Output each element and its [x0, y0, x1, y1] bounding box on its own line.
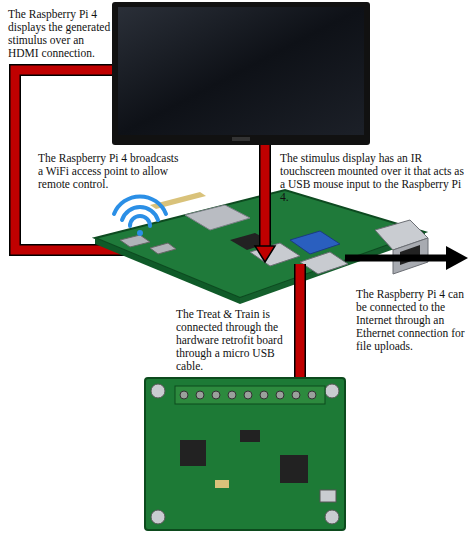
monitor-part: [118, 7, 364, 135]
retrofit-board-part-part: [244, 391, 252, 399]
retrofit-board-part-part: [212, 391, 220, 399]
retrofit-board-part: [151, 510, 165, 524]
monitor-part: [112, 2, 370, 145]
wifi-symbol-part: [130, 216, 150, 226]
retrofit-board-part: [215, 480, 229, 488]
retrofit-board-part: [325, 384, 339, 398]
annotation-text: The Treat & Train is connected through t…: [176, 308, 284, 373]
retrofit-board-part: [280, 455, 308, 483]
annotation-text: The Raspberry Pi 4 displays the generate…: [8, 8, 112, 60]
usb-touch-cable: [255, 145, 275, 262]
retrofit-board-part-part: [196, 391, 204, 399]
raspberry-pi-board-part: [120, 235, 150, 247]
raspberry-pi-board-part: [95, 238, 240, 304]
retrofit-board-part-part: [308, 391, 316, 399]
raspberry-pi-board-part: [290, 231, 340, 254]
usb-touch-cable-part: [261, 145, 270, 248]
retrofit-board-part-part: [260, 391, 268, 399]
micro-usb-cable: [300, 264, 301, 380]
retrofit-board-part: [240, 430, 260, 442]
raspberry-pi-board-part: [300, 252, 348, 274]
wifi-symbol: [114, 196, 166, 236]
retrofit-board-part: [325, 510, 339, 524]
wifi-symbol-part: [137, 230, 143, 236]
usb-touch-cable-part: [255, 246, 275, 262]
wifi-symbol-part: [114, 196, 166, 214]
usb-touch-cable-part: [259, 145, 271, 248]
retrofit-board-part-part: [180, 391, 188, 399]
annotation-text: The Raspberry Pi 4 broadcasts a WiFi acc…: [38, 152, 186, 191]
ethernet-arrow: [345, 246, 468, 270]
retrofit-board-part: [320, 490, 336, 502]
ethernet-arrow-part: [345, 255, 448, 262]
raspberry-pi-board-part: [150, 243, 176, 254]
micro-usb-cable-part: [294, 264, 306, 380]
ethernet-arrow-part: [446, 246, 468, 270]
micro-usb-cable-part: [296, 264, 305, 380]
retrofit-board-part: [145, 378, 345, 530]
annotation-text: The Raspberry Pi 4 can be connected to t…: [356, 288, 470, 353]
monitor: [112, 2, 370, 145]
raspberry-pi-board-part: [185, 205, 250, 230]
annotation-text: The stimulus display has an IR touchscre…: [280, 152, 466, 204]
retrofit-board-part-part: [228, 391, 236, 399]
retrofit-board-part: [180, 440, 206, 466]
raspberry-pi-board-part: [150, 192, 206, 209]
retrofit-board-part: [151, 384, 165, 398]
retrofit-board-part: [180, 391, 316, 399]
retrofit-board-part-part: [276, 391, 284, 399]
monitor-part: [232, 137, 250, 141]
raspberry-pi-board-part: [250, 243, 300, 266]
retrofit-board-part: [175, 386, 325, 404]
retrofit-board-part-part: [292, 391, 300, 399]
retrofit-board: [145, 378, 345, 530]
wifi-symbol-part: [122, 207, 158, 220]
